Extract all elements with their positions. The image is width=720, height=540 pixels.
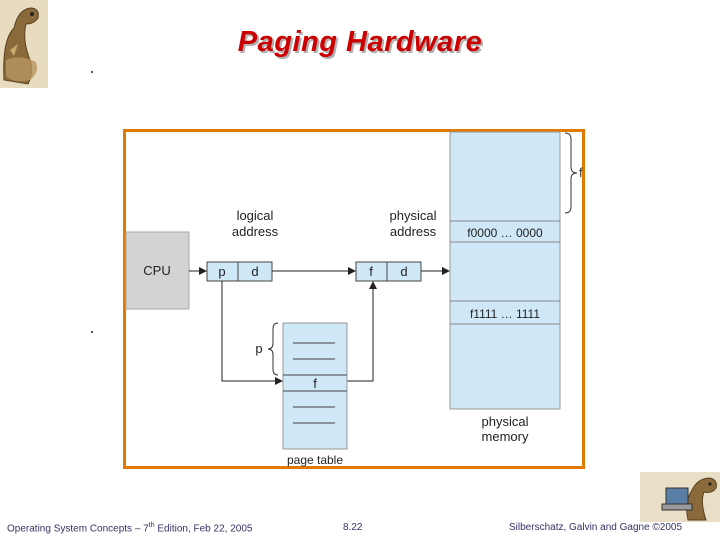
physical-memory-label-line1: physical: [482, 414, 529, 429]
footer-right: Silberschatz, Galvin and Gagne ©2005: [509, 522, 683, 533]
physical-address-box: [355, 261, 422, 282]
physical-field-f: f: [369, 264, 373, 279]
page-number-arrow: [221, 281, 283, 385]
physical-memory: [449, 131, 561, 410]
page-table-entry-f: f: [313, 376, 317, 391]
logical-address-label-line2: address: [232, 224, 279, 239]
stray-dot: [91, 71, 93, 73]
page-table-label: page table: [287, 453, 343, 467]
logical-address-box: [206, 261, 273, 282]
frame-number-arrow: [347, 281, 377, 382]
frame-end-address: f1111 … 1111: [470, 307, 540, 321]
logical-address-label-line1: logical: [237, 208, 274, 223]
frame-start-address: f0000 … 0000: [467, 226, 543, 240]
frame-brace-label: f: [579, 165, 583, 180]
dinosaur-computer-icon: [640, 472, 720, 522]
frame-brace: [564, 132, 578, 214]
logical-field-d: d: [251, 264, 258, 279]
logical-field-p: p: [218, 264, 225, 279]
footer-left: Operating System Concepts – 7th Edition,…: [7, 522, 252, 534]
page-title: Paging Hardware: [237, 26, 483, 58]
footer-left-sup: th: [148, 522, 155, 529]
physical-memory-label-line2: memory: [482, 429, 529, 444]
paging-hardware-diagram: f0000 … 0000 f1111 … 1111 f physical mem…: [123, 129, 585, 469]
page-table: [282, 322, 348, 450]
physical-address-label-line1: physical: [390, 208, 437, 223]
footer-page-number: 8.22: [343, 522, 363, 533]
physical-address-label-line2: address: [390, 224, 437, 239]
cpu-label: CPU: [143, 263, 170, 278]
page-index-brace: [267, 322, 279, 376]
footer-left-prefix: Operating System Concepts – 7: [7, 523, 149, 535]
footer-left-suffix: Edition, Feb 22, 2005: [154, 523, 253, 535]
dinosaur-logo-icon: [0, 0, 48, 88]
physical-field-d: d: [400, 264, 407, 279]
cpu-box: [125, 231, 190, 310]
stray-dot: [91, 331, 93, 333]
page-index-label: p: [255, 341, 262, 356]
page-title-shadow: Paging Hardware: [239, 28, 485, 60]
